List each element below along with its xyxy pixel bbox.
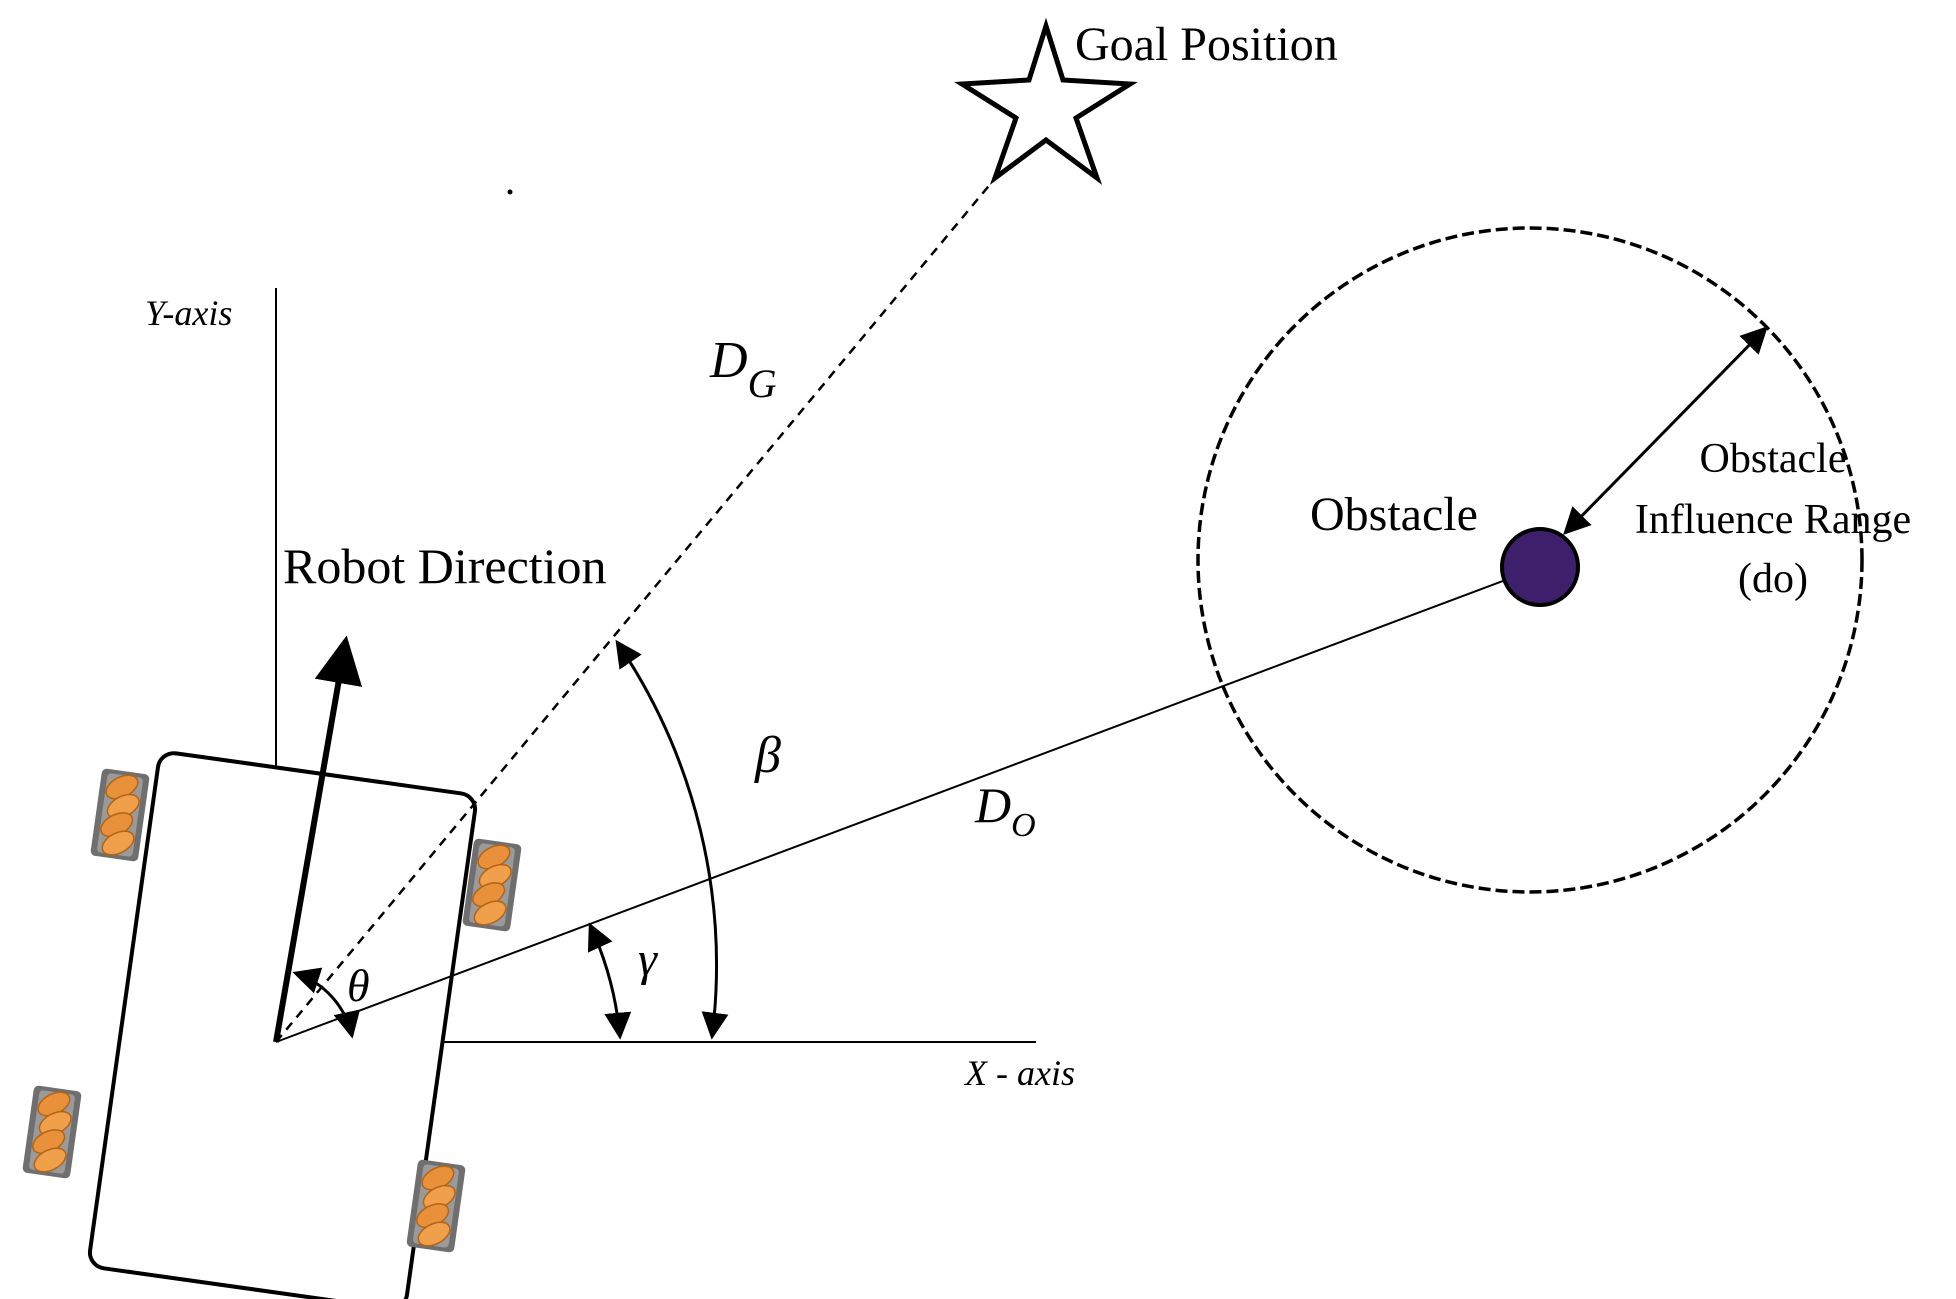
x-axis-label: X - axis [963, 1053, 1075, 1093]
influence-range-circle [1196, 226, 1864, 894]
gamma-angle-arc [587, 922, 632, 1040]
goal-distance-label: DG [709, 332, 777, 406]
gamma-symbol: γ [638, 933, 658, 986]
obstacle-label: Obstacle [1310, 488, 1478, 541]
influence-range-line3: (do) [1738, 556, 1808, 602]
influence-range-line1: Obstacle [1700, 436, 1847, 482]
obstacle-distance-label: DO [974, 777, 1036, 844]
theta-symbol: θ [347, 960, 370, 1011]
beta-symbol: β [754, 727, 781, 784]
wheel-front-left [89, 765, 151, 865]
theta-angle-arc [292, 967, 361, 1039]
goal-distance-line [275, 109, 1053, 1043]
influence-radius-arrow [1563, 326, 1768, 535]
wheel-rear-left [21, 1082, 83, 1182]
robot-direction-arrow [273, 635, 363, 1043]
goal-position-label: Goal Position [1075, 18, 1338, 71]
beta-angle-arc [615, 639, 729, 1040]
y-axis-label: Y-axis [145, 293, 232, 333]
stray-dot [507, 189, 513, 195]
influence-range-line2: Influence Range [1635, 497, 1911, 543]
robot-direction-label: Robot Direction [283, 538, 607, 594]
robot-body [87, 751, 478, 1299]
obstacle-distance-line [275, 566, 1541, 1043]
goal-star-icon [954, 17, 1138, 185]
obstacle-marker [1500, 527, 1580, 607]
